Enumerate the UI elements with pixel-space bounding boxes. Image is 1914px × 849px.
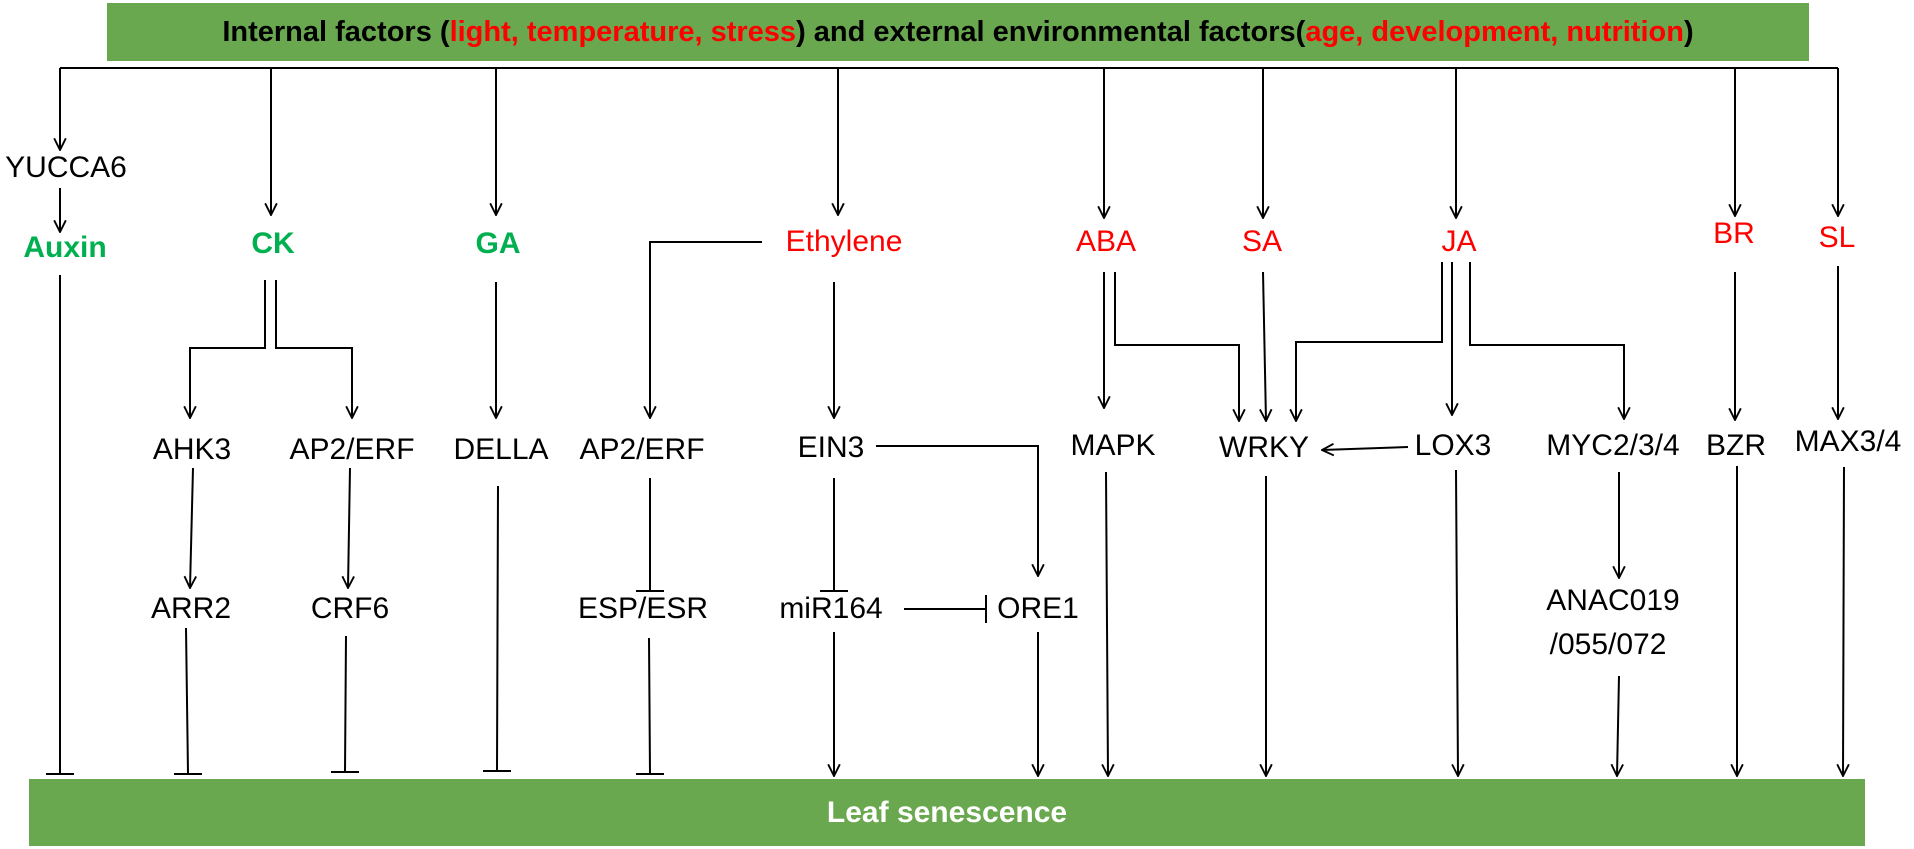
anac-node-line1: ANAC019 (1546, 584, 1680, 617)
ethylene-node: Ethylene (785, 225, 903, 258)
edge-aba-wrky (1114, 272, 1239, 421)
leaf-senescence-label: Leaf senescence (826, 795, 1068, 829)
ap2erf-ethylene-node: AP2/ERF (579, 433, 705, 466)
edge-sa-wrky (1263, 271, 1266, 421)
arr2-node: ARR2 (150, 592, 232, 625)
sl-node: SL (1818, 221, 1856, 254)
edge-ethylene-ap2erf (650, 241, 762, 418)
environmental-factors-banner: Internal factors (light, temperature, st… (107, 3, 1809, 61)
edge-ja-wrky (1296, 262, 1443, 421)
ore1-node: ORE1 (997, 592, 1079, 625)
edge-crf6-senescence (331, 635, 359, 773)
edge-auxin-senescence (46, 275, 74, 775)
ga-node: GA (475, 227, 521, 260)
mir164-node: miR164 (779, 592, 883, 625)
edge-lox3-senescence (1456, 469, 1458, 776)
della-node: DELLA (453, 433, 549, 466)
edge-max-senescence (1843, 466, 1844, 776)
ck-node: CK (251, 227, 295, 260)
max-node: MAX3/4 (1794, 425, 1902, 458)
wrky-node: WRKY (1219, 431, 1309, 464)
anac-node-line2: /055/072 (1549, 628, 1667, 661)
crf6-node: CRF6 (310, 592, 390, 625)
yucca6-node: YUCCA6 (5, 151, 127, 184)
ein3-node: EIN3 (797, 431, 865, 464)
lox3-node: LOX3 (1414, 429, 1492, 462)
edge-ein3-ore1 (876, 445, 1038, 576)
br-node: BR (1713, 217, 1755, 250)
bzr-node: BZR (1706, 429, 1766, 462)
edge-esp-senescence (636, 637, 664, 775)
edge-ck-ahk3 (190, 280, 266, 418)
edge-ein3-mir164 (820, 478, 848, 592)
banner-text: Internal factors (light, temperature, st… (222, 15, 1694, 48)
edge-lox3-wrky (1322, 447, 1409, 450)
edge-ap2erf-esp (636, 478, 664, 592)
ahk3-node: AHK3 (152, 433, 232, 466)
edge-mir164-ore1 (904, 595, 987, 623)
esp-esr-node: ESP/ESR (577, 592, 709, 625)
edge-della-senescence (483, 485, 511, 772)
ap2erf-ck-node: AP2/ERF (289, 433, 415, 466)
edge-mapk-senescence (1106, 471, 1108, 776)
ja-node: JA (1441, 225, 1477, 258)
edge-ahk3-arr2 (190, 467, 193, 588)
myc-node: MYC2/3/4 (1546, 429, 1680, 462)
edge-ck-ap2erf (275, 280, 352, 418)
aba-node: ABA (1075, 225, 1137, 258)
mapk-node: MAPK (1070, 429, 1156, 462)
edge-ap2erf-crf6 (348, 467, 350, 588)
edge-anac-senescence (1617, 675, 1619, 776)
edge-ja-myc (1469, 262, 1624, 419)
sa-node: SA (1241, 225, 1283, 258)
edge-arr2-senescence (174, 627, 202, 775)
auxin-node: Auxin (23, 231, 107, 264)
leaf-senescence-banner: Leaf senescence (29, 779, 1865, 846)
